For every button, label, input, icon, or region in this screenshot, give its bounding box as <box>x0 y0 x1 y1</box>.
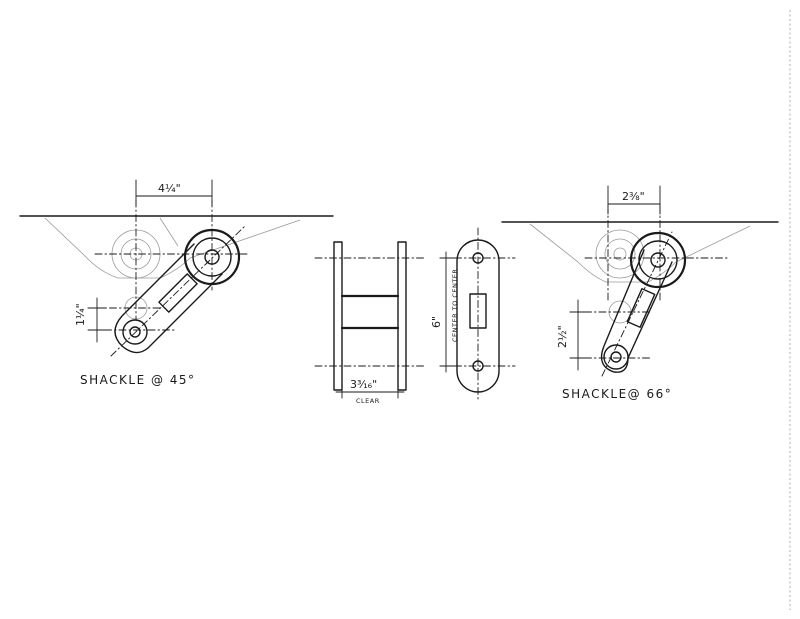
side-plate-right <box>397 241 407 391</box>
dim-center-to-center: CENTER TO CENTER <box>451 269 459 342</box>
dim-3-3-16: 3³⁄₁₆" <box>350 378 377 391</box>
plate-slot <box>469 293 487 329</box>
dim-4-1-4: 4¼" <box>158 182 181 195</box>
caption-shackle-66: SHACKLE@ 66° <box>562 387 672 401</box>
dim-1-1-4: 1¼" <box>74 303 87 326</box>
ghost-eye-right <box>595 229 645 279</box>
shackle-66-view: 2⅜" 2½" SHACKLE@ 66° <box>501 185 779 401</box>
dim-6-inch: 6" <box>430 316 443 328</box>
upper-eye-right <box>629 231 687 289</box>
dim-clear-note: CLEAR <box>356 397 380 405</box>
caption-shackle-45: SHACKLE @ 45° <box>80 373 196 387</box>
hanger-bracket-left <box>44 217 301 279</box>
dim-2-1-2: 2½" <box>556 325 569 348</box>
side-plate-left <box>333 241 343 391</box>
shackle-45-view: 4¼" 1¼" SHACKLE @ 45° <box>19 179 334 387</box>
shackle-link-left <box>114 243 223 354</box>
dim-2-3-8: 2⅜" <box>622 190 645 203</box>
shackle-link-right <box>600 249 673 373</box>
shackle-plate-view: 6" CENTER TO CENTER <box>430 227 516 403</box>
shackle-side-view: 3³⁄₁₆" CLEAR <box>314 241 426 405</box>
